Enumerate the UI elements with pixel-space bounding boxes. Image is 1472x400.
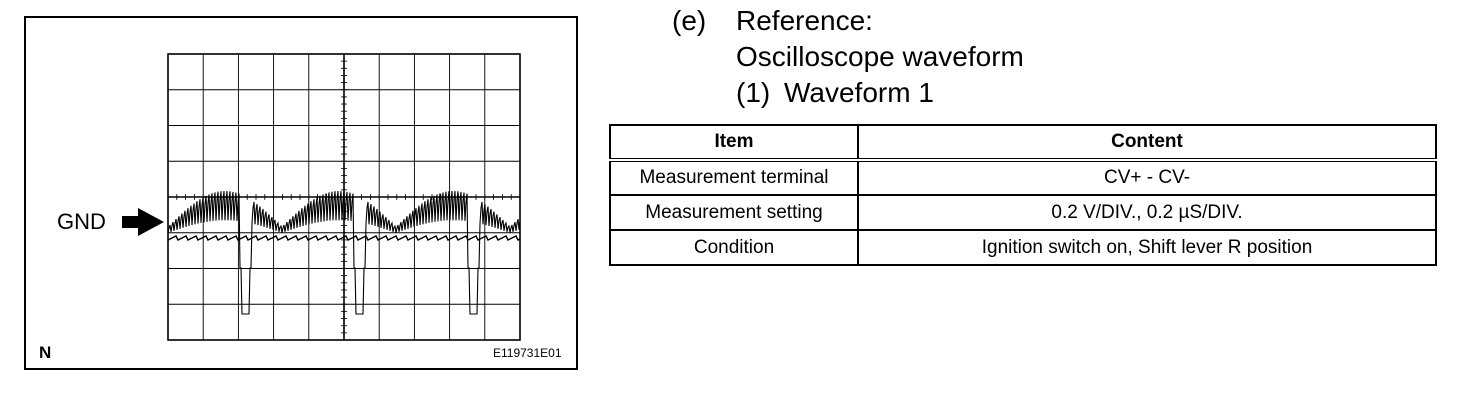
table-row: Condition Ignition switch on, Shift leve…: [609, 229, 1437, 266]
row-item: Condition: [609, 229, 859, 266]
oscilloscope-screen: [122, 53, 521, 341]
row-content: Ignition switch on, Shift lever R positi…: [857, 229, 1437, 266]
header-content: Content: [857, 124, 1437, 162]
oscilloscope-figure: GND N E119731E01: [24, 16, 578, 370]
subsection-marker: (1): [736, 77, 771, 108]
corner-label: N: [39, 343, 52, 362]
row-content: CV+ - CV-: [857, 159, 1437, 196]
table-row: Measurement terminal CV+ - CV-: [609, 159, 1437, 196]
row-item: Measurement setting: [609, 194, 859, 231]
measurement-table: Item Content Measurement terminal CV+ - …: [609, 124, 1437, 266]
table-header-row: Item Content: [609, 124, 1437, 162]
row-item: Measurement terminal: [609, 159, 859, 196]
section-title: Oscilloscope waveform: [736, 41, 1024, 72]
header-item: Item: [609, 124, 859, 162]
right-arrow-icon: [122, 208, 164, 236]
subsection-title: Waveform 1: [784, 77, 934, 108]
figure-id: E119731E01: [493, 346, 562, 360]
row-content: 0.2 V/DIV., 0.2 µS/DIV.: [857, 194, 1437, 231]
gnd-label: GND: [57, 209, 106, 234]
section-marker: (e): [672, 5, 707, 36]
section-reference: Reference:: [736, 5, 873, 36]
waveform-trace: [167, 190, 521, 315]
table-row: Measurement setting 0.2 V/DIV., 0.2 µS/D…: [609, 194, 1437, 231]
